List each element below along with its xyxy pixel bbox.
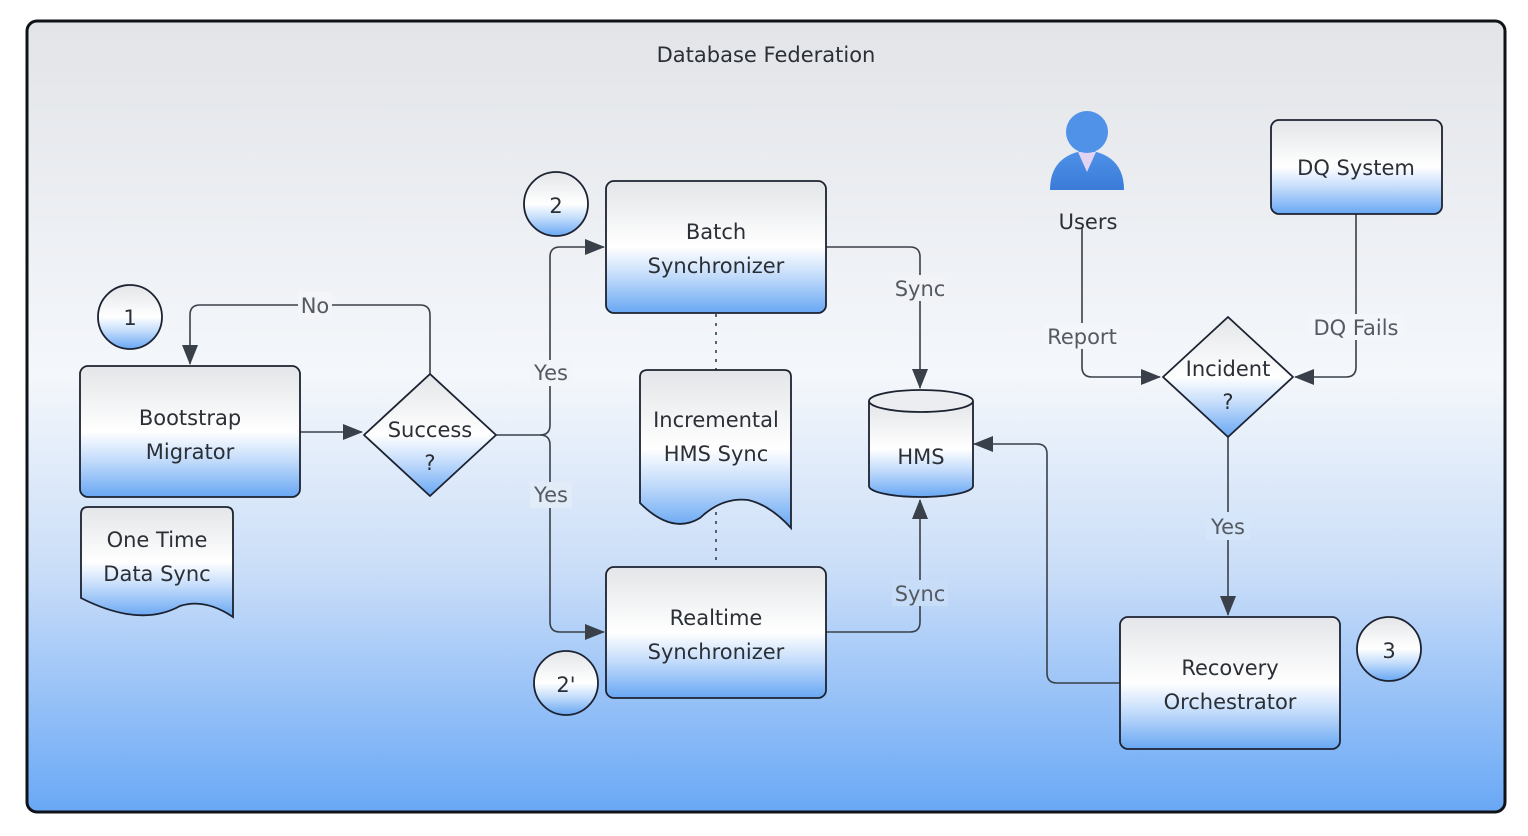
incremental-hms-sync-document[interactable]: Incremental HMS Sync	[639, 369, 792, 531]
batch-line2: Synchronizer	[648, 254, 785, 278]
incident-line2: ?	[1222, 390, 1233, 414]
yes-incident-label-bg	[1206, 512, 1250, 540]
hms-label: HMS	[897, 445, 944, 469]
edge-batch-to-hms	[826, 246, 928, 389]
bootstrap-migrator-line2: Migrator	[146, 440, 235, 464]
yes-realtime-label-bg	[530, 482, 572, 508]
step-badge-3: 3	[1356, 616, 1422, 682]
edge-realtime-to-hms	[826, 499, 928, 633]
report-label-bg	[1044, 323, 1120, 349]
yes-batch-label-bg	[530, 360, 572, 386]
edge-label-yes-batch: Yes	[533, 361, 568, 385]
users-label: Users	[1059, 210, 1118, 234]
one-time-data-sync-document[interactable]: One Time Data Sync	[80, 506, 234, 619]
step-badge-1-text: 1	[123, 306, 136, 330]
one-time-line1: One Time	[107, 528, 208, 552]
step-badge-1: 1	[97, 284, 163, 350]
step-badge-2-prime: 2'	[533, 650, 599, 716]
one-time-line2: Data Sync	[103, 562, 210, 586]
edge-dq-to-incident	[1294, 214, 1357, 385]
dq-fails-label-bg	[1308, 314, 1404, 340]
incremental-line2: HMS Sync	[664, 442, 769, 466]
edge-label-sync-batch: Sync	[895, 277, 946, 301]
edge-success-to-realtime	[539, 434, 605, 640]
edge-recovery-to-hms	[973, 436, 1120, 684]
bootstrap-migrator-line1: Bootstrap	[139, 406, 241, 430]
user-icon	[1050, 111, 1124, 190]
recovery-orchestrator-node[interactable]: Recovery Orchestrator	[1119, 616, 1341, 750]
edge-label-no: No	[301, 294, 330, 318]
hms-database[interactable]: HMS	[868, 389, 974, 498]
users-actor[interactable]: Users	[1050, 111, 1124, 234]
sync-batch-label-bg	[892, 275, 948, 301]
realtime-synchronizer-node[interactable]: Realtime Synchronizer	[605, 566, 827, 699]
recovery-line1: Recovery	[1181, 656, 1278, 680]
realtime-line2: Synchronizer	[648, 640, 785, 664]
batch-line1: Batch	[686, 220, 746, 244]
recovery-line2: Orchestrator	[1164, 690, 1297, 714]
dq-system-label: DQ System	[1297, 156, 1415, 180]
dq-system-node[interactable]: DQ System	[1270, 119, 1443, 215]
incremental-line1: Incremental	[653, 408, 779, 432]
edge-label-yes-realtime: Yes	[533, 483, 568, 507]
no-label-bg	[298, 292, 332, 318]
sync-realtime-label-bg	[892, 580, 948, 606]
batch-synchronizer-node[interactable]: Batch Synchronizer	[605, 180, 827, 314]
diagram-title: Database Federation	[657, 43, 876, 67]
bootstrap-migrator-node[interactable]: Bootstrap Migrator	[79, 365, 301, 498]
edge-label-sync-realtime: Sync	[895, 582, 946, 606]
success-decision[interactable]: Success ?	[363, 373, 497, 497]
edge-label-report: Report	[1047, 325, 1117, 349]
success-line1: Success	[388, 418, 473, 442]
edge-label-dq-fails: DQ Fails	[1313, 316, 1398, 340]
edge-label-yes-incident: Yes	[1210, 515, 1245, 539]
edge-success-to-batch	[496, 239, 605, 436]
step-badge-2-text: 2	[549, 194, 562, 218]
step-badge-2-prime-text: 2'	[556, 673, 575, 697]
realtime-line1: Realtime	[670, 606, 763, 630]
step-badge-2: 2	[523, 171, 589, 237]
incident-line1: Incident	[1186, 357, 1271, 381]
success-line2: ?	[424, 451, 435, 475]
step-badge-3-text: 3	[1382, 639, 1395, 663]
incident-decision[interactable]: Incident ?	[1162, 316, 1294, 438]
edge-users-to-incident	[1081, 228, 1161, 385]
